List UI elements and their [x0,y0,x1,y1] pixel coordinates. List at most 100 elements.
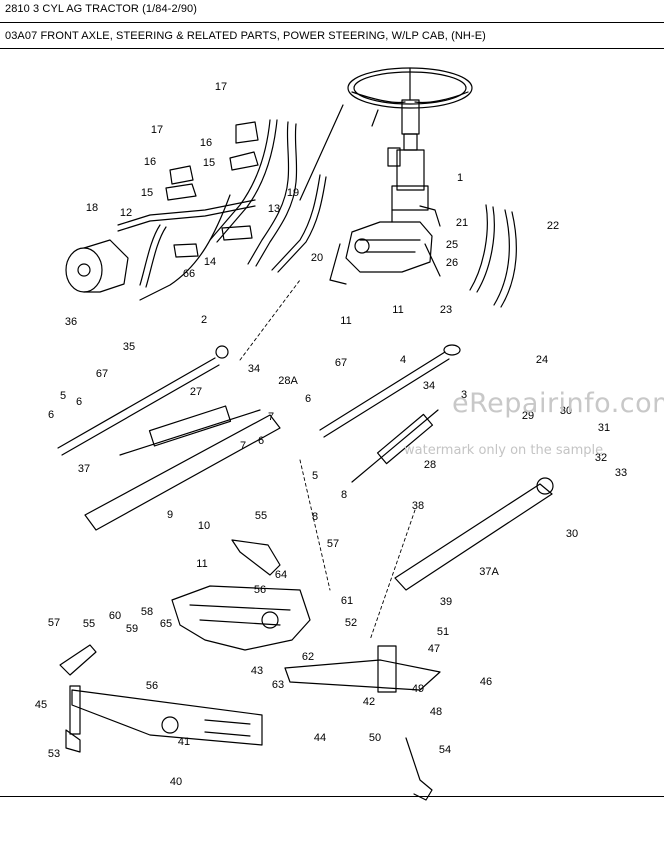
part-callout: 53 [48,748,60,760]
part-callout: 52 [345,617,357,629]
part-callout: 43 [251,665,263,677]
part-callout: 55 [83,618,95,630]
part-callout: 44 [314,732,326,744]
part-callout: 42 [363,696,375,708]
part-callout: 31 [598,422,610,434]
part-callout: 5 [312,470,318,482]
hydraulic-lines-left [117,119,327,301]
hydraulic-lines-right [469,204,517,308]
part-callout: 65 [160,618,172,630]
part-callout: 27 [190,386,202,398]
radius-rod-right [394,477,554,591]
part-callout: 54 [439,744,451,756]
part-callout: 49 [412,683,424,695]
part-callout: 34 [423,380,435,392]
watermark-brand: eRepairinfo.com [452,388,664,419]
part-callout: 34 [248,363,260,375]
part-callout: 46 [480,676,492,688]
part-callout: 23 [440,304,452,316]
part-callout: 56 [254,584,266,596]
part-callout: 10 [198,520,210,532]
part-callout: 11 [392,304,403,316]
part-callout: 61 [341,595,353,607]
part-callout: 25 [446,239,458,251]
part-callout: 50 [369,732,381,744]
part-callout: 39 [440,596,452,608]
part-callout: 17 [215,81,227,93]
part-callout: 26 [446,257,458,269]
part-callout: 35 [123,341,135,353]
part-callout: 62 [302,651,314,663]
part-callout: 30 [566,528,578,540]
part-callout: 38 [412,500,424,512]
part-callout: 28A [278,375,298,387]
part-callout: 16 [200,137,212,149]
part-callout: 14 [204,256,216,268]
part-callout: 66 [183,268,195,280]
part-callout: 13 [268,203,280,215]
front-axle-beam-left [71,689,263,746]
part-callout: 11 [196,558,207,570]
part-callout: 32 [595,452,607,464]
part-callout: 59 [126,623,138,635]
part-callout: 9 [167,509,173,521]
part-callout: 3 [461,389,467,401]
tie-rod-left [57,345,229,456]
watermark-note: watermark only on the sample [404,443,604,458]
radius-rod-left [84,414,281,531]
part-callout: 57 [327,538,339,550]
part-callout: 47 [428,643,440,655]
footer-rule [0,796,664,797]
front-axle-beam-right [284,645,441,693]
part-callout: 58 [141,606,153,618]
part-callout: 55 [255,510,267,522]
part-callout: 24 [536,354,548,366]
part-callout: 67 [335,357,347,369]
part-callout: 22 [547,220,559,232]
part-callout: 36 [65,316,77,328]
part-callout: 45 [35,699,47,711]
part-callout: 7 [268,411,274,423]
steering-cylinder-left [119,405,261,456]
part-callout: 20 [311,252,323,264]
part-callout: 41 [178,736,190,748]
part-callout: 5 [60,390,66,402]
part-callout: 37 [78,463,90,475]
part-callout: 15 [203,157,215,169]
part-callout: 28 [424,459,436,471]
part-callout: 6 [258,435,264,447]
tie-rod-right [319,344,461,438]
part-callout: 4 [400,354,406,366]
part-callout: 6 [305,393,311,405]
axle-support [171,585,311,651]
part-callout: 6 [76,396,82,408]
part-callout: 8 [312,511,318,523]
hydraulic-pump [65,239,129,293]
manual-model-title: 2810 3 CYL AG TRACTOR (1/84-2/90) [5,3,198,15]
header-rule-bottom [0,48,664,49]
part-callout: 30 [560,405,572,417]
part-callout: 48 [430,706,442,718]
part-callout: 11 [340,315,351,327]
spindle-right [405,737,433,801]
part-callout: 19 [287,187,299,199]
part-callout: 40 [170,776,182,788]
clamp-brackets [165,121,259,258]
part-callout: 56 [146,680,158,692]
part-callout: 17 [151,124,163,136]
part-callout: 7 [240,440,246,452]
steering-arm-left [59,644,97,676]
part-callout: 60 [109,610,121,622]
part-callout: 29 [522,410,534,422]
part-callout: 67 [96,368,108,380]
part-callout: 15 [141,187,153,199]
steering-wheel-assembly [299,67,473,211]
reference-lines [239,279,416,641]
part-callout: 18 [86,202,98,214]
part-callout: 16 [144,156,156,168]
part-callout: 37A [479,566,499,578]
part-callout: 63 [272,679,284,691]
part-callout: 51 [437,626,449,638]
